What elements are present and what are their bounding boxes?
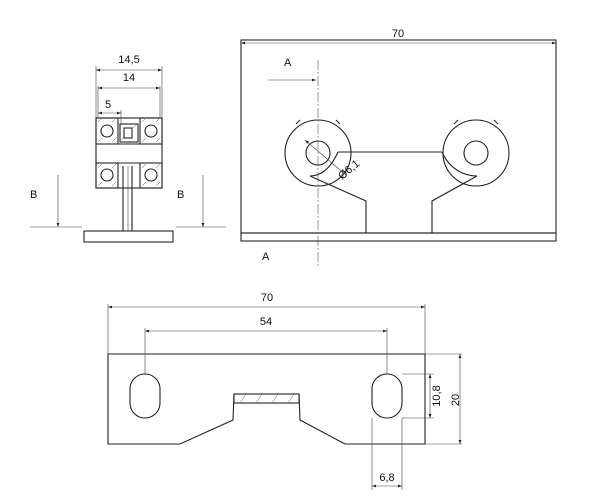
dim-hole-spacing: 54 (260, 316, 272, 328)
section-label-a-bottom: A (262, 251, 270, 263)
ball-icon (100, 124, 114, 138)
plan-view: 70 54 10,8 20 6,8 (107, 292, 462, 490)
slot-left (129, 373, 161, 419)
ball-icon (144, 168, 158, 182)
dim-front-length: 70 (392, 28, 404, 40)
rail (240, 232, 557, 242)
dim-height: 20 (450, 394, 462, 406)
plan-outline (107, 353, 426, 445)
ball-icon (144, 124, 158, 138)
section-label-b-left: B (30, 189, 37, 201)
carriage-body (309, 151, 478, 233)
dim-slot-length: 10,8 (431, 385, 443, 406)
dim-slot-width: 6,8 (379, 472, 394, 484)
dim-outer-width: 14,5 (118, 54, 139, 66)
carriage-fillet (309, 151, 478, 177)
web-section (233, 393, 300, 404)
ball-icon (100, 168, 114, 182)
wheel-right (442, 119, 510, 187)
side-view: 14,5 14 5 B B (30, 54, 226, 243)
slot-right (371, 373, 403, 419)
dim-inner-width: 14 (123, 72, 135, 84)
dim-bore: Ø6,1 (336, 158, 362, 183)
web (122, 166, 133, 231)
base-plate (83, 230, 174, 243)
dim-plan-length: 70 (261, 292, 273, 304)
bearing-assembly (95, 117, 163, 189)
section-label-a-top: A (284, 57, 292, 69)
front-view: Ø6,1 70 A A (240, 28, 557, 266)
dim-hub: 5 (105, 99, 111, 111)
section-label-b-right: B (177, 189, 184, 201)
